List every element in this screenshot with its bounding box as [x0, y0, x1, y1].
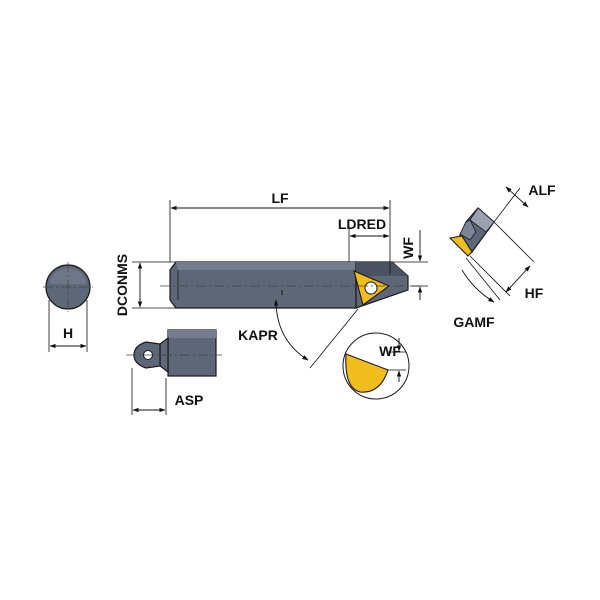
wf-dimension: WF [392, 230, 428, 300]
kapr-ext-line [309, 308, 359, 369]
kapr-arc [273, 299, 309, 361]
alf-ext-line [493, 187, 521, 223]
hf-label: HF [525, 285, 544, 301]
asp-label: ASP [175, 392, 204, 408]
alf-label: ALF [528, 182, 556, 198]
head-top-face [356, 262, 408, 276]
kapr-label: KAPR [238, 327, 278, 343]
shank-top-highlight [176, 262, 356, 270]
ldred-label: LDRED [338, 216, 386, 232]
tool-body [160, 261, 425, 309]
side-view: ASP [126, 329, 222, 415]
dconms-label: DCONMS [114, 254, 130, 316]
hf-ext-upper [493, 221, 535, 263]
end-view: H [43, 262, 93, 352]
dconms-dimension: DCONMS [114, 254, 176, 316]
lf-dimension: LF [169, 190, 391, 274]
gamf-ext-line [465, 257, 501, 301]
angle-view-insert [448, 235, 473, 257]
hf-ext-lower [469, 255, 511, 297]
ldred-dimension: LDRED [338, 216, 390, 262]
h-label: H [63, 325, 73, 341]
side-view-highlight [168, 330, 216, 338]
insert-screw-hole [364, 281, 378, 295]
insert-angle-view: ALF HF GAMF [448, 182, 556, 330]
angle-view-side-face [459, 219, 477, 241]
angle-view-top-face [469, 207, 495, 233]
wf-detail-view: WF [342, 332, 410, 400]
gamf-label: GAMF [453, 314, 495, 330]
gamf-arc [461, 269, 495, 303]
hf-dimension-line [505, 265, 531, 293]
wf-detail-label: WF [379, 343, 401, 359]
kapr-angle: KAPR [238, 299, 359, 369]
detail-insert [345, 353, 389, 393]
lf-label: LF [271, 190, 289, 206]
alf-arrow [505, 186, 529, 208]
wf-label: WF [400, 237, 416, 259]
